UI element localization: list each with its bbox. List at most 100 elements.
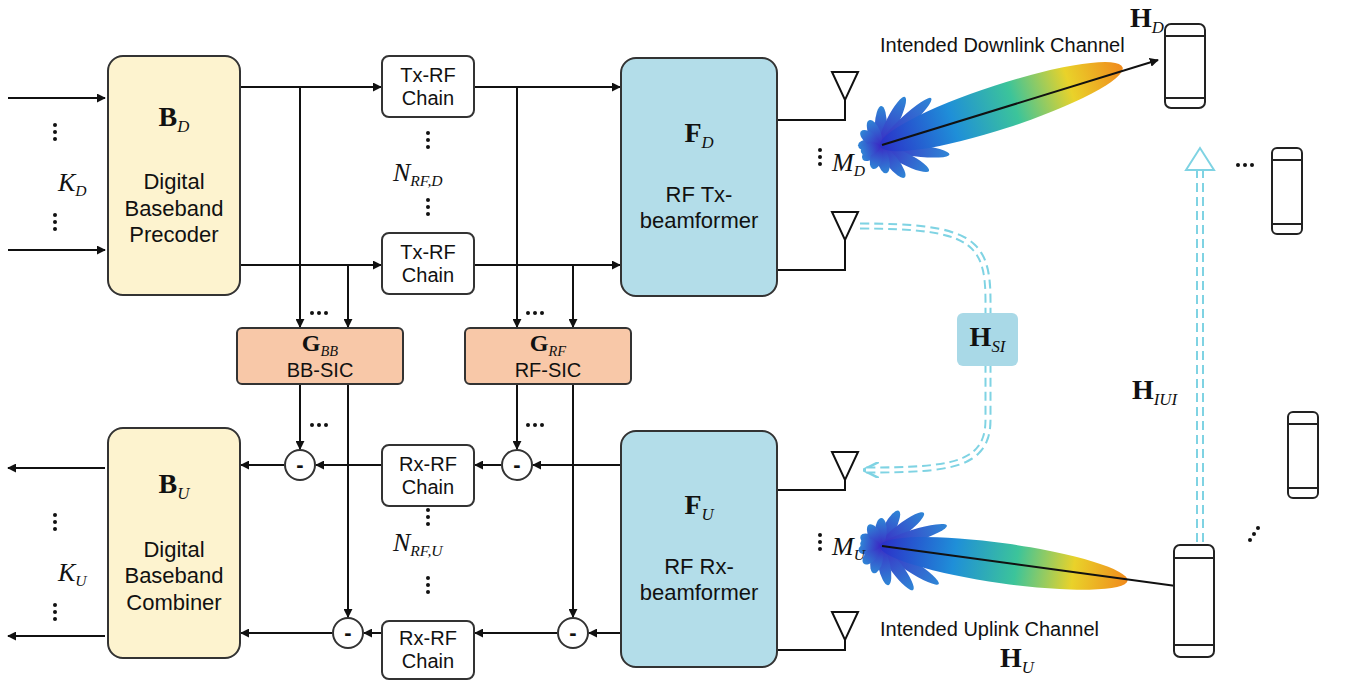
dot bbox=[53, 213, 57, 217]
channel-box: HSI bbox=[957, 313, 1018, 366]
signal-line bbox=[316, 464, 381, 466]
signal-line bbox=[533, 464, 620, 466]
signal-line bbox=[572, 385, 574, 617]
side-lobe bbox=[859, 140, 882, 158]
signal-line bbox=[241, 464, 284, 466]
math-symbol: GBB bbox=[302, 331, 338, 358]
rx-chain: Rx-RF Chain bbox=[381, 444, 475, 507]
dot bbox=[53, 123, 57, 127]
box-label: RF Tx-beamformer bbox=[628, 182, 770, 235]
main-lobe bbox=[873, 46, 1129, 167]
math-symbol: BU bbox=[159, 470, 190, 503]
dot bbox=[426, 145, 430, 149]
signal-line bbox=[241, 87, 300, 327]
rf-chain-count: NRF,D bbox=[393, 160, 443, 189]
dot bbox=[526, 311, 530, 315]
channel-symbol: HIUI bbox=[1132, 376, 1177, 409]
subtractor: - bbox=[284, 449, 316, 481]
dot bbox=[53, 610, 57, 614]
math-symbol: GRF bbox=[530, 331, 566, 358]
dot bbox=[818, 148, 822, 152]
tx-chain: Tx-RF Chain bbox=[381, 232, 475, 295]
dot bbox=[426, 212, 430, 216]
input-arrow bbox=[8, 249, 105, 251]
signal-line bbox=[364, 632, 381, 634]
dot bbox=[1243, 163, 1247, 167]
dot bbox=[317, 311, 321, 315]
signal-line bbox=[475, 87, 517, 327]
dot bbox=[53, 137, 57, 141]
dot bbox=[53, 130, 57, 134]
downlink-beam bbox=[845, 26, 1136, 194]
antenna-count: MD bbox=[832, 150, 865, 179]
dot bbox=[53, 617, 57, 621]
dot bbox=[818, 540, 822, 544]
subtractor: - bbox=[557, 617, 589, 649]
downlink-ray bbox=[882, 60, 1158, 145]
dot bbox=[426, 205, 430, 209]
dot bbox=[818, 162, 822, 166]
dot bbox=[53, 227, 57, 231]
rx-chain: Rx-RF Chain bbox=[381, 620, 475, 680]
iui-arrow bbox=[1186, 148, 1214, 556]
combiner-box: BUDigital Baseband Combiner bbox=[107, 427, 241, 659]
dot bbox=[426, 131, 430, 135]
sic-box: GRFRF-SIC bbox=[464, 327, 632, 385]
dot bbox=[426, 198, 430, 202]
antenna-count: MU bbox=[832, 534, 865, 563]
box-label: - bbox=[344, 622, 351, 644]
box-label: - bbox=[296, 454, 303, 476]
box-label: - bbox=[569, 622, 576, 644]
beamformer-box: FU RF Rx-beamformer bbox=[620, 430, 778, 668]
dot bbox=[526, 423, 530, 427]
dot bbox=[53, 603, 57, 607]
beamformer-box: FD RF Tx-beamformer bbox=[620, 57, 778, 297]
dot bbox=[818, 533, 822, 537]
dot bbox=[426, 522, 430, 526]
signal-line bbox=[241, 265, 348, 327]
dot bbox=[53, 513, 57, 517]
channel-symbol: HD bbox=[1130, 4, 1164, 37]
dot bbox=[540, 311, 544, 315]
rf-chain-count: NRF,U bbox=[393, 530, 443, 559]
dot bbox=[426, 590, 430, 594]
dot bbox=[426, 515, 430, 519]
signal-line bbox=[475, 632, 557, 634]
antenna bbox=[778, 72, 858, 650]
phone bbox=[1165, 24, 1318, 657]
dot bbox=[1256, 526, 1260, 530]
box-label: RF Rx-beamformer bbox=[628, 554, 770, 607]
dot bbox=[818, 155, 822, 159]
box-label: RF-SIC bbox=[515, 360, 582, 381]
math-symbol: FD bbox=[684, 119, 713, 152]
dot bbox=[1250, 163, 1254, 167]
dot bbox=[317, 423, 321, 427]
dot bbox=[53, 527, 57, 531]
box-label: BB-SIC bbox=[287, 360, 354, 381]
signal-line bbox=[589, 632, 620, 634]
dot bbox=[310, 423, 314, 427]
dot bbox=[426, 138, 430, 142]
dot bbox=[540, 423, 544, 427]
channel-caption: Intended Downlink Channel bbox=[880, 34, 1125, 57]
dot bbox=[1252, 532, 1256, 536]
subtractor: - bbox=[501, 449, 533, 481]
dot bbox=[818, 547, 822, 551]
subtractor: - bbox=[332, 617, 364, 649]
signal-line bbox=[475, 464, 501, 466]
dot bbox=[426, 576, 430, 580]
tx-chain: Tx-RF Chain bbox=[381, 55, 475, 118]
signal-line bbox=[299, 385, 301, 449]
box-label: Tx-RF Chain bbox=[386, 241, 470, 287]
precoder-box: BDDigital Baseband Precoder bbox=[107, 55, 241, 296]
dot bbox=[53, 220, 57, 224]
sic-box: GBBBB-SIC bbox=[236, 327, 404, 385]
stream-count: KU bbox=[58, 560, 87, 589]
dot bbox=[533, 423, 537, 427]
signal-line bbox=[475, 265, 573, 327]
math-symbol: HSI bbox=[970, 323, 1006, 356]
dot bbox=[1236, 163, 1240, 167]
stream-count: KD bbox=[58, 170, 87, 199]
math-symbol: BD bbox=[159, 103, 190, 136]
math-symbol: FU bbox=[684, 491, 713, 524]
